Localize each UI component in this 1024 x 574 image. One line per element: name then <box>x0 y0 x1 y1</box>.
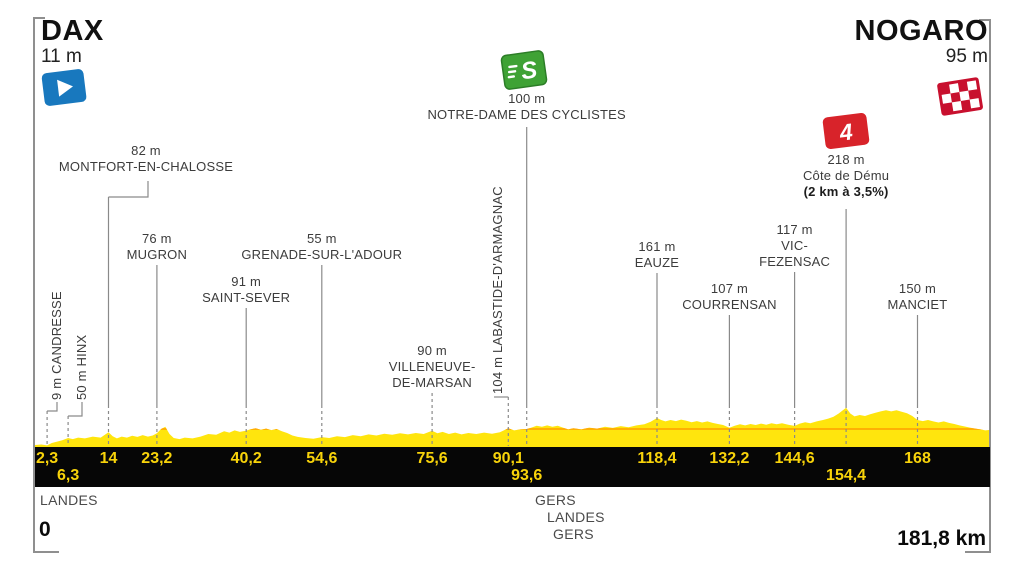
waypoint-elevation: 90 m <box>417 343 447 358</box>
waypoint-elevation: 161 m <box>638 239 676 254</box>
climb-gradient-detail: (2 km à 3,5%) <box>803 184 889 199</box>
waypoint-name: VIC- <box>781 238 808 253</box>
waypoint-label-vertical: 50 m HINX <box>74 334 89 400</box>
km-marker-value: 168 <box>904 450 931 467</box>
left-axis <box>33 17 59 553</box>
waypoint-name: DE-MARSAN <box>392 375 473 390</box>
km-marker-value: 90,1 <box>492 450 524 467</box>
category-4-climb-icon: 4 <box>822 113 870 149</box>
start-elevation: 11 m <box>41 46 82 67</box>
waypoint-name: GRENADE-SUR-L'ADOUR <box>241 247 403 262</box>
start-city-name: DAX <box>41 15 104 47</box>
region-label-landes: LANDES <box>40 492 98 508</box>
start-header: DAX 11 m <box>41 16 104 68</box>
waypoint-name: MANCIET <box>887 297 948 312</box>
waypoint-name: COURRENSAN <box>682 297 777 312</box>
waypoint-elevation: 100 m <box>508 91 546 106</box>
waypoint-name: MUGRON <box>126 247 188 262</box>
region-label-landes-2: LANDES <box>547 509 605 525</box>
sprint-icon: S <box>500 50 548 90</box>
finish-header: NOGARO 95 m <box>855 16 989 68</box>
waypoint-elevation: 150 m <box>898 281 937 296</box>
region-label-gers-2: GERS <box>553 526 594 542</box>
waypoint-elevation: 107 m <box>710 281 748 296</box>
km-marker-value: 14 <box>99 450 118 467</box>
waypoint-name: NOTRE-DAME DES CYCLISTES <box>427 107 626 122</box>
waypoint-name: MONTFORT-EN-CHALOSSE <box>58 159 234 174</box>
sprint-letter: S <box>519 56 539 85</box>
waypoint-elevation: 218 m <box>827 152 865 167</box>
waypoint-elevation: 55 m <box>306 231 337 246</box>
distance-bar <box>35 447 990 487</box>
climb-category-number: 4 <box>837 118 854 146</box>
waypoint-name: Côte de Dému <box>802 168 890 183</box>
waypoint-name: VILLENEUVE- <box>388 359 476 374</box>
label-connector <box>108 181 149 198</box>
label-connector <box>68 402 83 417</box>
waypoint-name: EAUZE <box>634 255 680 270</box>
waypoint-elevation: 117 m <box>776 222 813 237</box>
waypoint-elevation: 91 m <box>231 274 261 289</box>
label-connector <box>47 402 58 412</box>
elevation-profile <box>35 407 990 447</box>
right-axis <box>965 19 991 553</box>
km-marker-value: 23,2 <box>141 450 173 467</box>
waypoint-label-vertical: 9 m CANDRESSE <box>49 291 64 400</box>
start-flag-icon <box>41 69 87 106</box>
waypoint-name: SAINT-SEVER <box>202 290 291 305</box>
km-marker-value: 144,6 <box>774 450 815 467</box>
km-marker-value: 54,6 <box>306 450 338 467</box>
finish-elevation: 95 m <box>945 46 988 67</box>
km-marker-value: 2,3 <box>35 450 59 467</box>
finish-city-name: NOGARO <box>854 15 988 47</box>
finish-flag-icon <box>937 77 983 116</box>
km-marker-value: 118,4 <box>637 450 677 467</box>
km-marker-value: 75,6 <box>416 450 448 467</box>
waypoint-name: FEZENSAC <box>759 254 831 269</box>
km-marker-value: 40,2 <box>230 450 262 467</box>
waypoint-elevation: 82 m <box>131 143 161 158</box>
region-label-gers-1: GERS <box>535 492 576 508</box>
km-marker-value: 154,4 <box>826 467 867 484</box>
waypoint-elevation: 76 m <box>142 231 172 246</box>
km-zero-label: 0 <box>39 518 51 541</box>
km-marker-value: 132,2 <box>709 450 750 467</box>
km-marker-value: 93,6 <box>511 467 543 484</box>
total-distance-label: 181,8 km <box>897 527 986 550</box>
km-marker-value: 6,3 <box>56 467 80 484</box>
waypoint-label-vertical: 104 m LABASTIDE-D'ARMAGNAC <box>490 186 505 394</box>
